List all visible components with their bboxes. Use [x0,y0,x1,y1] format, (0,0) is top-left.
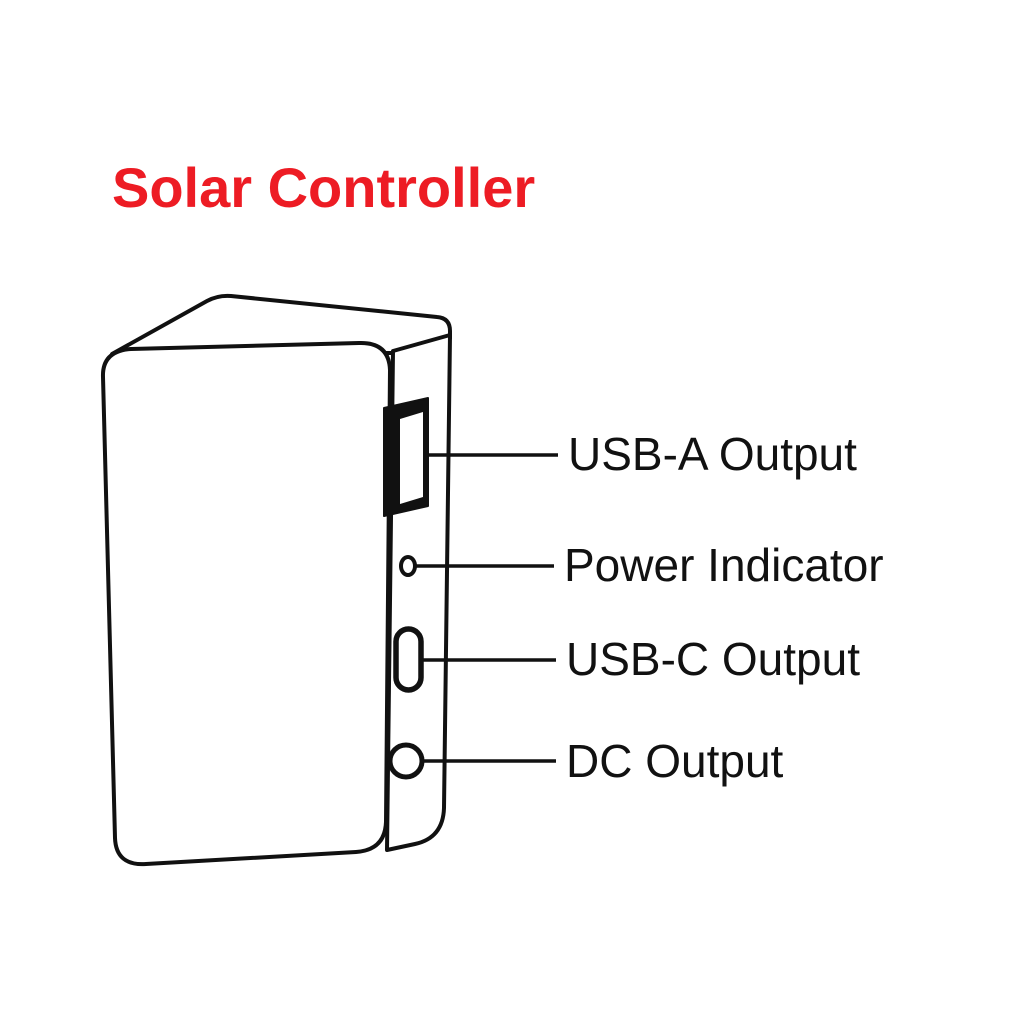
label-usb-a-output: USB-A Output [568,427,857,480]
usb-c-port-icon [393,626,424,693]
dc-output-icon [387,742,425,780]
label-dc-output: DC Output [566,734,784,787]
device-top-face [110,293,452,356]
label-usb-c-output: USB-C Output [566,632,860,685]
power-indicator-icon [399,555,417,577]
device-front-face [100,340,392,867]
diagram-title: Solar Controller [112,156,536,219]
label-power-indicator: Power Indicator [564,538,884,591]
usb-a-port-icon [383,397,429,517]
